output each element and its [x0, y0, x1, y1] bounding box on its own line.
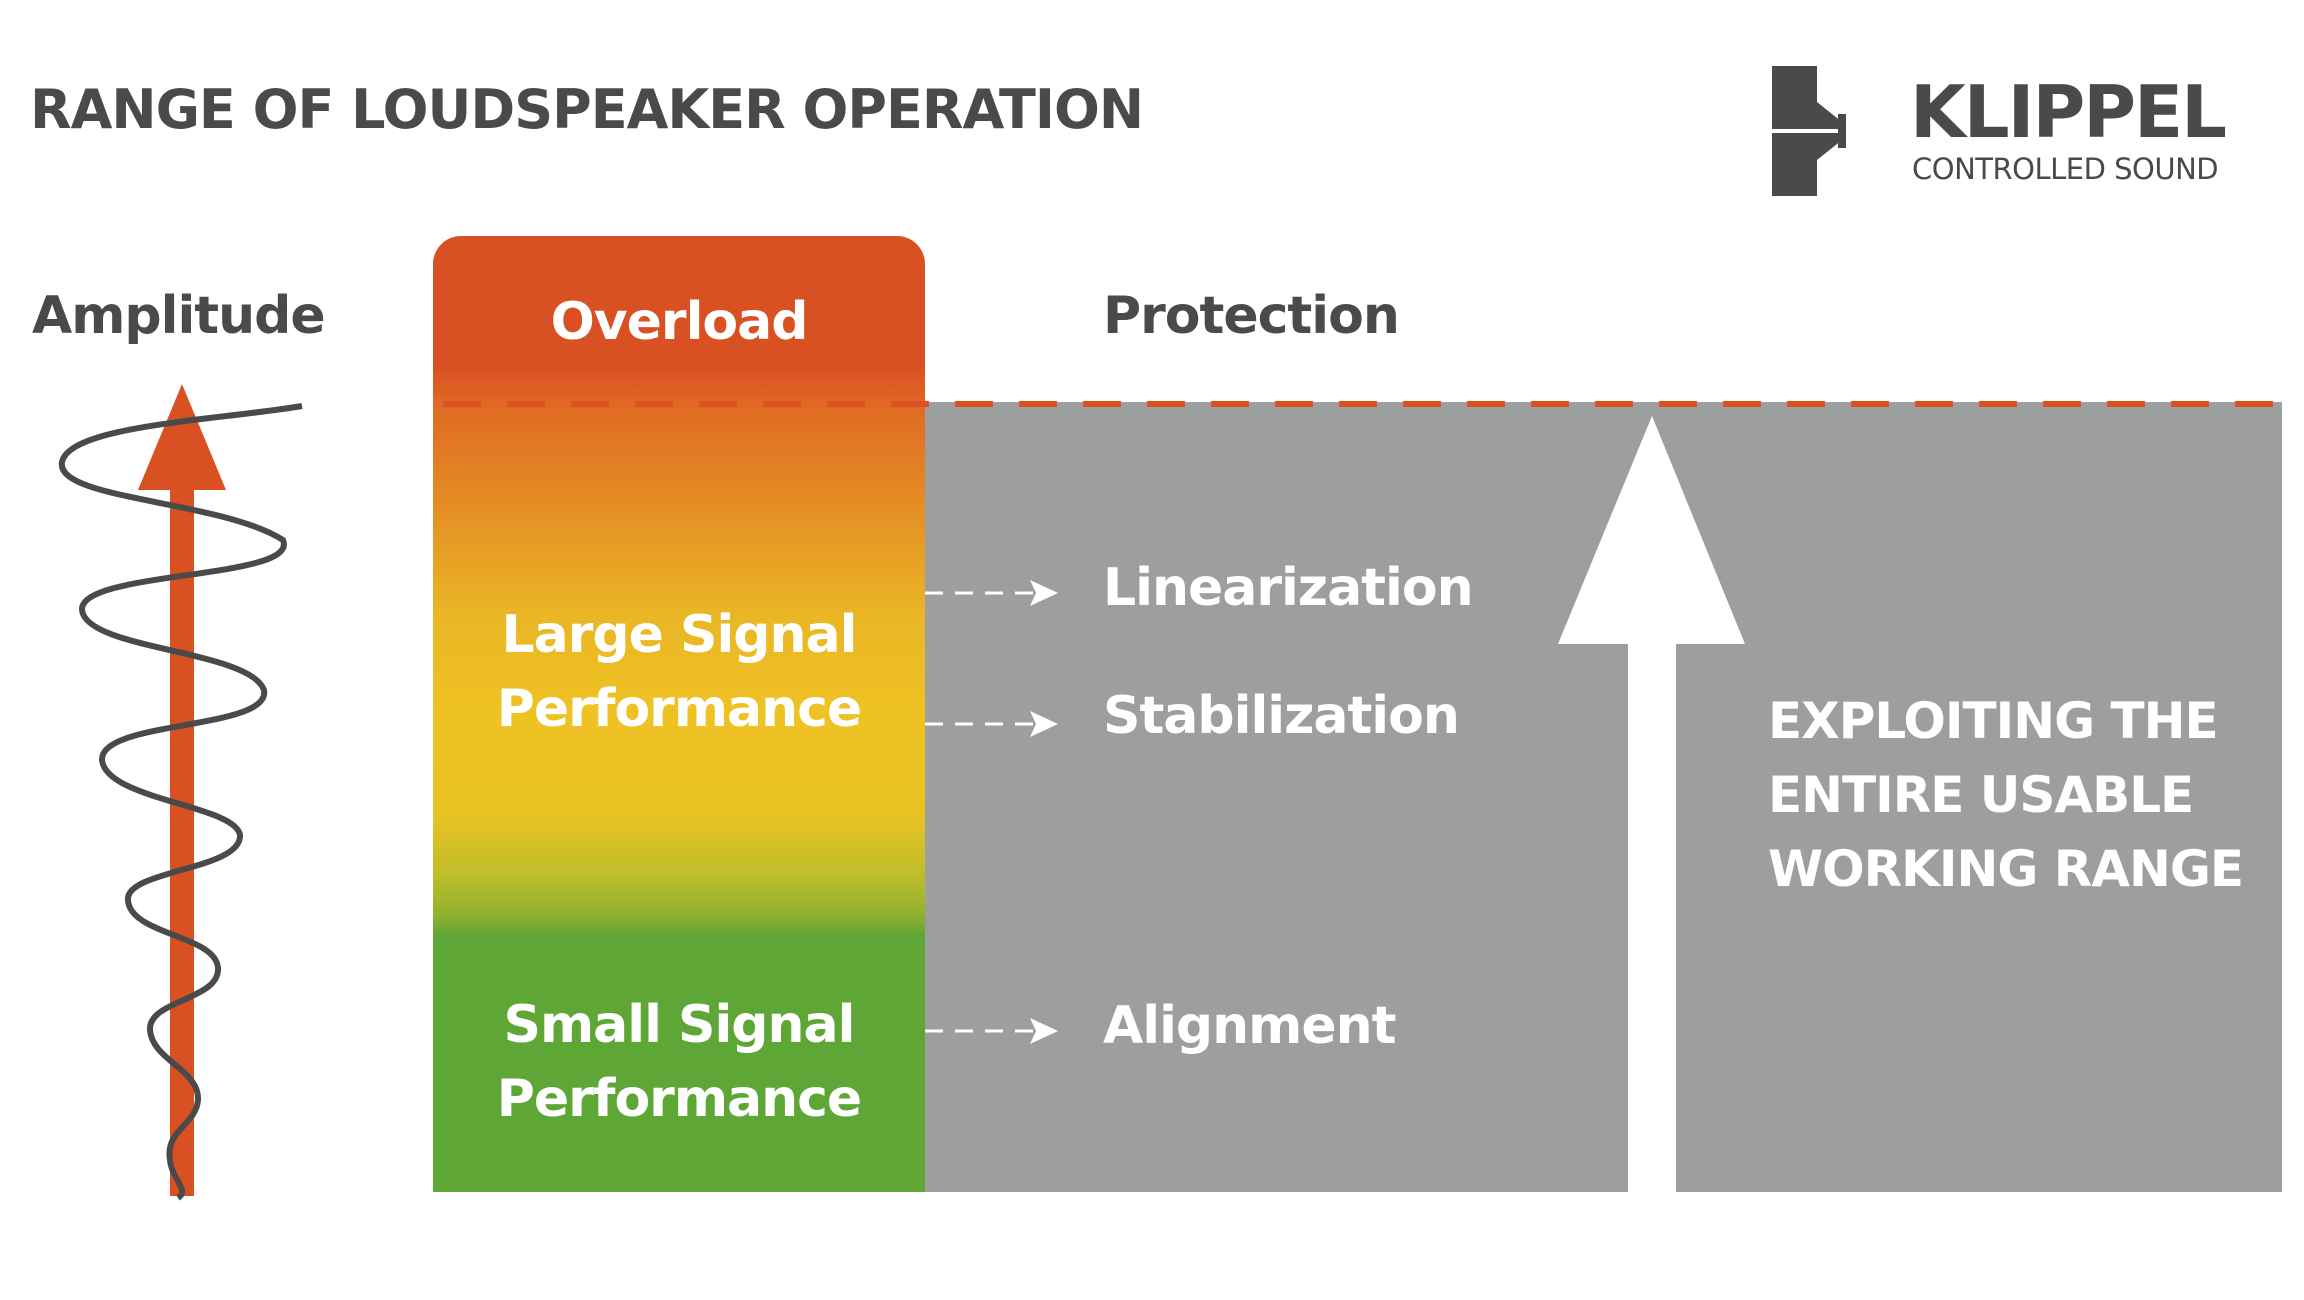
stabilization-label: Stabilization [1103, 686, 1460, 746]
exploit-line-1: EXPLOITING THE [1768, 692, 2219, 750]
linearization-label: Linearization [1103, 558, 1474, 618]
working-range-arrow-head [1558, 416, 1745, 644]
signal-waveform [58, 403, 303, 1201]
diagram-title: RANGE OF LOUDSPEAKER OPERATION [30, 78, 1144, 141]
klippel-logo [1772, 66, 2202, 196]
exploit-line-3: WORKING RANGE [1768, 840, 2244, 898]
pointer-arrow-alignment [925, 1018, 1058, 1044]
pointer-arrow-linearization [925, 580, 1058, 606]
overload-label: Overload [550, 292, 809, 352]
small-signal-line-2: Performance [496, 1069, 862, 1129]
logo-name: KLIPPEL [1910, 70, 2227, 154]
small-signal-label: Small Signal Performance [433, 988, 925, 1136]
alignment-label: Alignment [1103, 996, 1396, 1056]
logo-tagline: CONTROLLED SOUND [1912, 152, 2219, 186]
speaker-logo-icon [1772, 66, 1882, 196]
amplitude-arrow-head [138, 384, 226, 490]
small-signal-line-1: Small Signal [503, 995, 856, 1055]
exploit-text: EXPLOITING THE ENTIRE USABLE WORKING RAN… [1768, 684, 2244, 906]
large-signal-line-2: Performance [496, 679, 862, 739]
performance-column [433, 236, 925, 1192]
large-signal-line-1: Large Signal [501, 605, 858, 665]
amplitude-label: Amplitude [32, 286, 326, 346]
large-signal-label: Large Signal Performance [433, 598, 925, 746]
pointer-arrow-stabilization [925, 711, 1058, 737]
working-range-arrow-shaft [1628, 600, 1676, 1194]
protection-label: Protection [1103, 286, 1400, 346]
exploit-line-2: ENTIRE USABLE [1768, 766, 2194, 824]
